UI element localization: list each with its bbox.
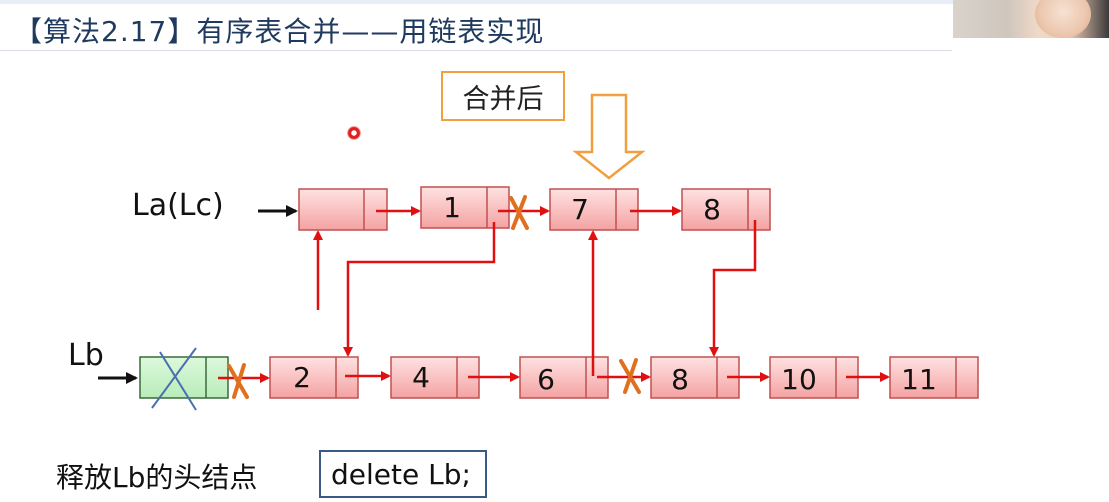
top-edge-bar xyxy=(0,0,1109,4)
la-node-8-value: 8 xyxy=(703,193,721,226)
merged-after-label: 合并后 xyxy=(441,71,565,121)
la-node-7: 7 xyxy=(549,188,639,231)
down-arrow-icon xyxy=(572,93,646,180)
lb-node-4-value: 4 xyxy=(412,361,430,394)
lb-list-label: Lb xyxy=(68,338,104,373)
pointer-8-down-to-8 xyxy=(709,220,757,357)
code-snippet-text: delete Lb; xyxy=(331,457,471,491)
la-node-7-value: 7 xyxy=(571,193,589,226)
lb-node-11: 11 xyxy=(889,356,979,399)
code-snippet-box: delete Lb; xyxy=(319,450,487,498)
slide-title: 【算法2.17】有序表合并——用链表实现 xyxy=(14,15,545,48)
lb-node-head-deleted xyxy=(139,347,229,411)
break-mark-lbhead xyxy=(227,363,249,399)
delete-cross-line-2 xyxy=(159,351,197,411)
delete-cross-line-1 xyxy=(151,347,197,409)
lb-node-10: 10 xyxy=(769,356,859,399)
presenter-webcam xyxy=(953,0,1109,38)
lb-node-8-value: 8 xyxy=(671,363,689,396)
lb-node-10-value: 10 xyxy=(781,363,817,396)
la-node-1: 1 xyxy=(420,186,510,229)
lb-node-6-value: 6 xyxy=(537,363,555,396)
lb-node-4: 4 xyxy=(390,356,480,399)
la-node-1-value: 1 xyxy=(443,191,461,224)
title-divider xyxy=(0,50,952,51)
lb-node-6: 6 xyxy=(519,356,609,399)
la-list-label: La(Lc) xyxy=(132,188,224,223)
release-head-node-text: 释放Lb的头结点 xyxy=(56,461,258,494)
lb-node-2: 2 xyxy=(269,356,359,399)
lb-node-2-value: 2 xyxy=(293,361,311,394)
la-node-8: 8 xyxy=(681,188,771,231)
pointer-1-down-to-2 xyxy=(343,222,496,357)
lb-node-8: 8 xyxy=(650,356,740,399)
break-mark-6-to-8 xyxy=(619,358,641,394)
break-mark-1-to-7 xyxy=(509,195,529,230)
lb-node-11-value: 11 xyxy=(901,363,937,396)
la-node-head xyxy=(298,188,388,231)
laser-pointer-dot xyxy=(347,126,361,140)
